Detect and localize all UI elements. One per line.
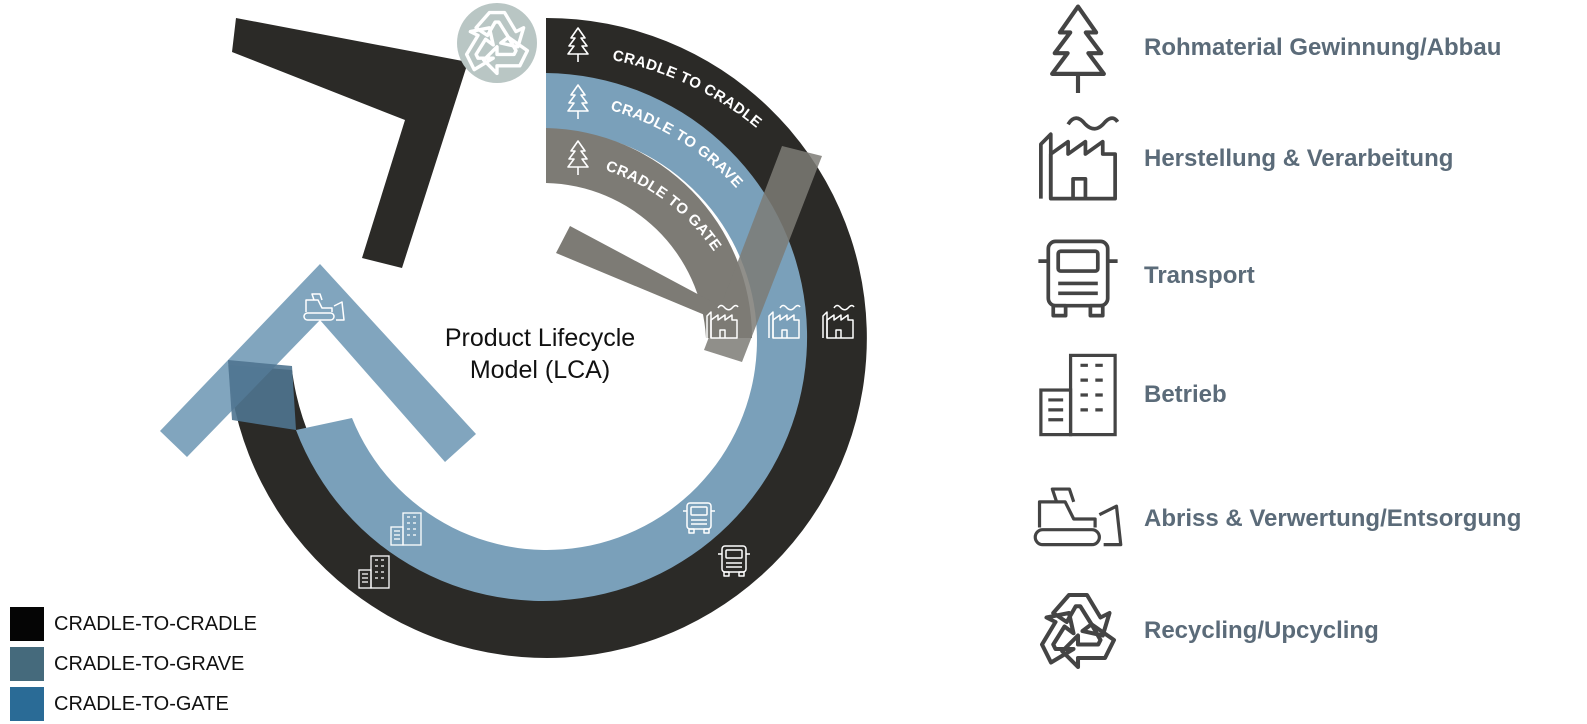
key-label: Recycling/Upcycling xyxy=(1144,617,1379,644)
legend-label: CRADLE-TO-GATE xyxy=(54,692,229,715)
key-row-transport: Transport xyxy=(1030,231,1587,321)
recycle-badge xyxy=(457,3,537,83)
key-label: Abriss & Verwertung/Entsorgung xyxy=(1144,505,1522,532)
key-label: Transport xyxy=(1144,262,1255,289)
center-title-line2: Model (LCA) xyxy=(469,356,611,384)
key-row-demolition: Abriss & Verwertung/Entsorgung xyxy=(1030,474,1587,564)
key-label: Rohmaterial Gewinnung/Abbau xyxy=(1144,34,1502,61)
recycle-icon xyxy=(1030,586,1126,676)
legend-item-cradle-to-grave: CRADLE-TO-GRAVE xyxy=(10,644,257,684)
key-row-raw-material: Rohmaterial Gewinnung/Abbau xyxy=(1030,3,1587,93)
legend-swatch-cradle-to-grave xyxy=(10,647,44,681)
bulldozer-icon xyxy=(1033,487,1123,547)
key-label: Herstellung & Verarbeitung xyxy=(1144,145,1454,172)
center-title: Product Lifecycle Model (LCA) xyxy=(425,322,655,386)
factory-icon xyxy=(1039,116,1120,201)
legend-label: CRADLE-TO-GRAVE xyxy=(54,652,245,675)
cradle-to-gate-band xyxy=(546,128,752,338)
cradle-to-cradle-arrow xyxy=(232,18,468,268)
cradle-to-gate-arrow xyxy=(556,226,736,328)
key-row-operation: Betrieb xyxy=(1030,350,1587,440)
cradle-to-grave-arrow xyxy=(160,264,476,462)
center-title-line1: Product Lifecycle xyxy=(444,324,636,352)
legend-label: CRADLE-TO-CRADLE xyxy=(54,612,257,635)
lifecycle-diagram: CRADLE TO CRADLE CRADLE TO GRAVE CRADLE … xyxy=(160,3,867,658)
building-icon xyxy=(1039,353,1117,437)
legend: CRADLE-TO-CRADLE CRADLE-TO-GRAVE CRADLE-… xyxy=(10,604,257,724)
legend-item-cradle-to-cradle: CRADLE-TO-CRADLE xyxy=(10,604,257,644)
tree-icon xyxy=(1030,3,1126,93)
truck-icon xyxy=(1036,239,1120,318)
bulldozer-icon xyxy=(231,271,273,299)
icon-key: Rohmaterial Gewinnung/Abbau Herstellung … xyxy=(1030,0,1587,721)
key-row-recycling: Recycling/Upcycling xyxy=(1030,586,1587,676)
key-row-manufacturing: Herstellung & Verarbeitung xyxy=(1030,114,1587,204)
legend-swatch-cradle-to-cradle xyxy=(10,607,44,641)
legend-swatch-cradle-to-gate xyxy=(10,687,44,721)
key-label: Betrieb xyxy=(1144,381,1227,408)
legend-item-cradle-to-gate: CRADLE-TO-GATE xyxy=(10,684,257,724)
